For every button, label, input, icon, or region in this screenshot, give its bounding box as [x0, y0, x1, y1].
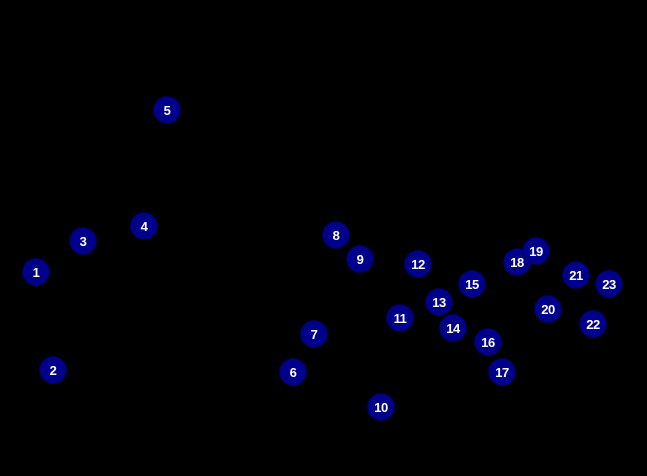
som-mark-label: 7: [310, 326, 318, 342]
som-mark-11[interactable]: 11: [386, 304, 414, 332]
som-mark-label: 11: [393, 310, 407, 326]
som-mark-3[interactable]: 3: [69, 227, 97, 255]
som-mark-1[interactable]: 1: [22, 258, 50, 286]
som-mark-label: 2: [49, 362, 57, 378]
som-mark-label: 3: [79, 233, 87, 249]
som-mark-22[interactable]: 22: [579, 310, 607, 338]
som-mark-label: 23: [602, 276, 616, 292]
som-mark-label: 18: [510, 254, 524, 270]
som-mark-label: 22: [586, 316, 600, 332]
som-mark-label: 21: [569, 267, 583, 283]
som-mark-5[interactable]: 5: [153, 96, 181, 124]
som-mark-label: 4: [140, 218, 148, 234]
som-mark-label: 10: [374, 399, 388, 415]
som-mark-label: 17: [495, 364, 509, 380]
som-mark-17[interactable]: 17: [488, 358, 516, 386]
som-mark-14[interactable]: 14: [439, 314, 467, 342]
som-mark-label: 15: [465, 276, 479, 292]
som-mark-label: 13: [432, 294, 446, 310]
som-mark-4[interactable]: 4: [130, 212, 158, 240]
som-mark-label: 5: [163, 102, 171, 118]
som-mark-16[interactable]: 16: [474, 328, 502, 356]
som-mark-label: 8: [332, 227, 340, 243]
som-mark-8[interactable]: 8: [322, 221, 350, 249]
som-mark-label: 20: [541, 301, 555, 317]
som-mark-7[interactable]: 7: [300, 320, 328, 348]
som-mark-2[interactable]: 2: [39, 356, 67, 384]
som-mark-15[interactable]: 15: [458, 270, 486, 298]
som-mark-20[interactable]: 20: [534, 295, 562, 323]
som-mark-10[interactable]: 10: [367, 393, 395, 421]
som-mark-label: 9: [356, 251, 364, 267]
som-mark-21[interactable]: 21: [562, 261, 590, 289]
som-mark-6[interactable]: 6: [279, 358, 307, 386]
som-mark-9[interactable]: 9: [346, 245, 374, 273]
som-mark-12[interactable]: 12: [404, 250, 432, 278]
som-mark-13[interactable]: 13: [425, 288, 453, 316]
som-mark-label: 16: [481, 334, 495, 350]
som-mark-label: 19: [529, 243, 543, 259]
som-mark-19[interactable]: 19: [522, 237, 550, 265]
som-mark-label: 6: [289, 364, 297, 380]
som-mark-label: 1: [32, 264, 40, 280]
som-mark-label: 14: [446, 320, 460, 336]
som-mark-label: 12: [411, 256, 425, 272]
som-mark-23[interactable]: 23: [595, 270, 623, 298]
